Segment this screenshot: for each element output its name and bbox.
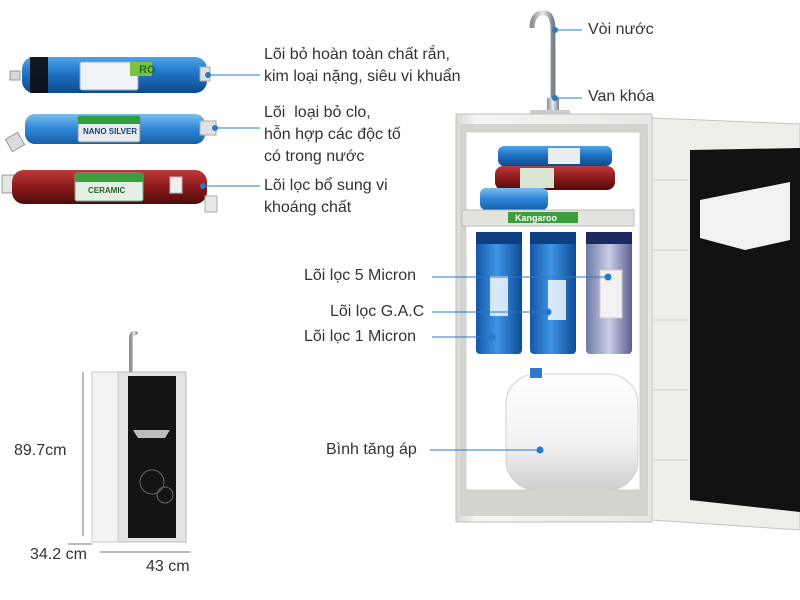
- ro-membrane-cartridge: [9, 57, 211, 93]
- main-product: Kangaroo: [455, 10, 800, 531]
- ro-callout-line-1: Lõi bỏ hoàn toàn chất rắn,: [264, 46, 450, 63]
- nano-silver-callout: Lõi loại bỏ clo, hỗn hợp các độc tố có t…: [264, 102, 401, 168]
- brand-label: Kangaroo: [515, 213, 558, 223]
- ceramic-cartridge-label: CERAMIC: [88, 186, 126, 195]
- pointer-lines: [200, 27, 612, 454]
- nano-cartridge-label: NANO SILVER: [83, 127, 137, 136]
- micron1-callout: Lõi lọc 1 Micron: [304, 328, 417, 345]
- nano-callout-line-2: hỗn hợp các độc tố: [264, 126, 401, 143]
- ceramic-callout-line-1: Lõi lọc bổ sung vi: [264, 177, 388, 194]
- nano-silver-cartridge: [4, 114, 217, 153]
- height-dimension: 89.7cm: [14, 442, 67, 459]
- small-product-view: [91, 330, 187, 543]
- ro-membrane-callout: Lõi bỏ hoàn toàn chất rắn, kim loại nặng…: [264, 44, 461, 88]
- valve-callout: Van khóa: [588, 88, 655, 105]
- faucet-callout: Vòi nước: [588, 21, 654, 38]
- nano-callout-line-1: Lõi loại bỏ clo,: [264, 104, 371, 121]
- width-dimension: 43 cm: [146, 558, 190, 575]
- dimension-lines: [68, 372, 190, 553]
- ceramic-callout-line-2: khoáng chất: [264, 199, 352, 216]
- gac-callout: Lõi lọc G.A.C: [330, 303, 425, 320]
- tank-callout: Bình tăng áp: [326, 441, 417, 458]
- ro-cartridge-label: RO: [139, 64, 156, 76]
- ro-callout-line-2: kim loại nặng, siêu vi khuẩn: [264, 68, 461, 85]
- ceramic-cartridge: [1, 170, 218, 213]
- nano-callout-line-3: có trong nước: [264, 148, 365, 165]
- micron5-callout: Lõi lọc 5 Micron: [304, 267, 417, 284]
- depth-dimension: 34.2 cm: [30, 546, 87, 563]
- ceramic-callout: Lõi lọc bổ sung vi khoáng chất: [264, 175, 388, 219]
